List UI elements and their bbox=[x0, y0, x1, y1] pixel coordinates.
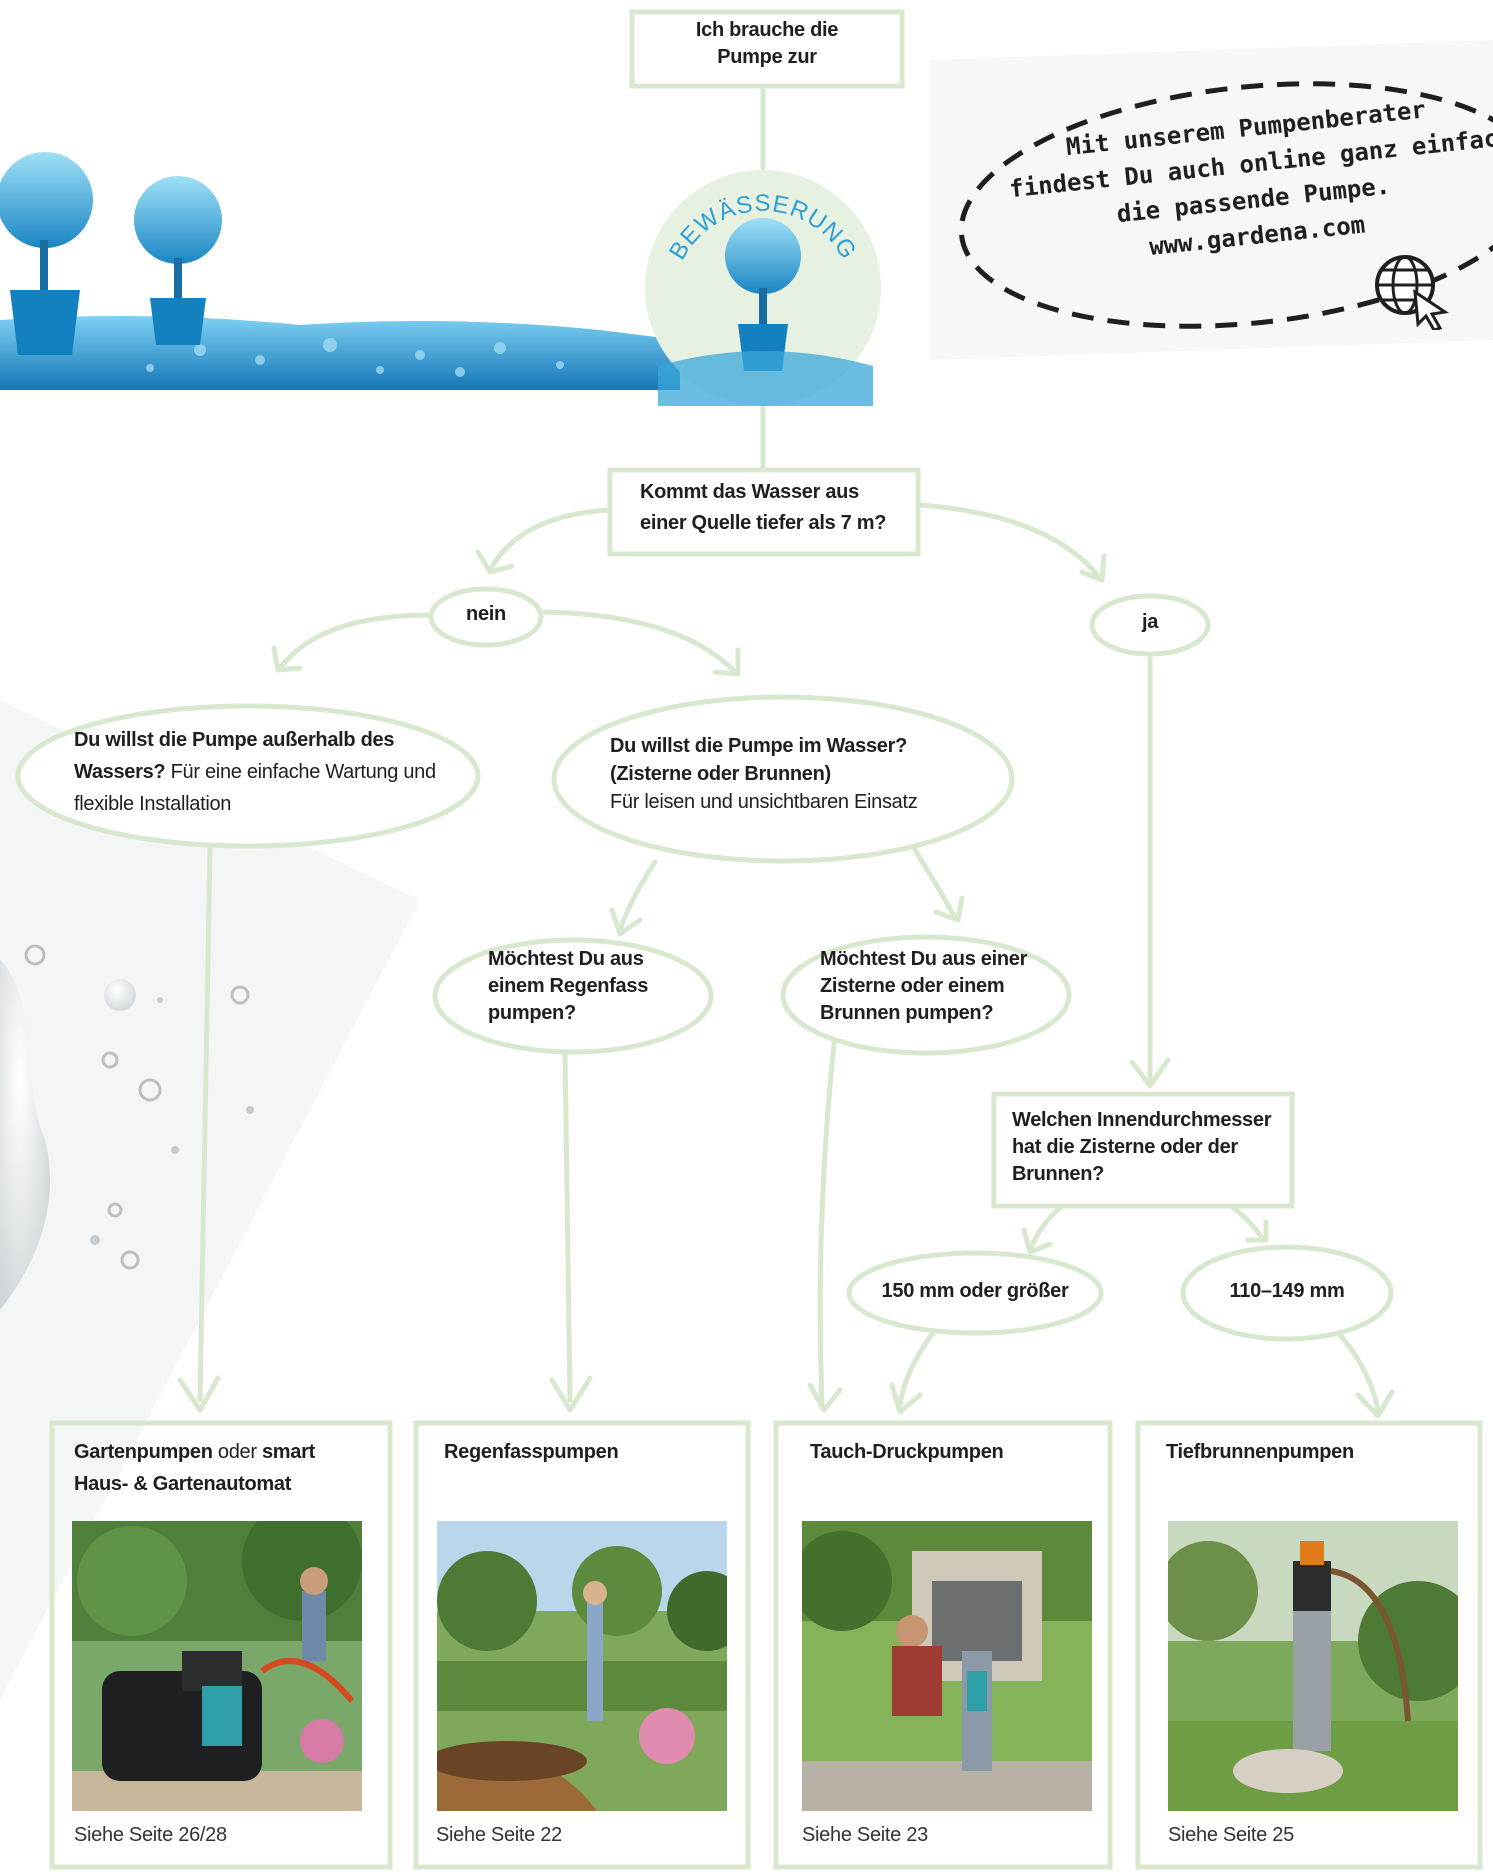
start-box bbox=[629, 9, 905, 89]
globe-cursor-icon bbox=[1375, 255, 1450, 330]
cistern-question-ellipse bbox=[780, 934, 1072, 1056]
water-drops-decoration bbox=[0, 944, 254, 1310]
outside-water-line2-rest: Für eine einfache Wartung und bbox=[165, 761, 436, 783]
rain-barrel-question: Möchtest Du aus einem Regenfass pumpen? bbox=[488, 946, 698, 1027]
cistern-question-line2: Zisterne oder einem bbox=[820, 975, 1005, 997]
in-water-line1: Du willst die Pumpe im Wasser? bbox=[610, 735, 907, 757]
depth-question-line2: einer Quelle tiefer als 7 m? bbox=[640, 512, 887, 534]
size-large-ellipse bbox=[846, 1250, 1104, 1336]
rain-barrel-question-ellipse bbox=[432, 937, 714, 1055]
depth-question-box bbox=[607, 467, 921, 557]
diameter-question-line1: Welchen Innendurchmesser bbox=[1012, 1109, 1272, 1131]
start-box-line1: Ich brauche die bbox=[695, 19, 839, 41]
outside-water-line3: flexible Installation bbox=[74, 793, 232, 815]
outside-water-line2-bold: Wassers? bbox=[74, 761, 166, 783]
submersible-pump-photo bbox=[802, 1521, 1092, 1811]
rain-barrel-question-line1: Möchtest Du aus bbox=[488, 948, 644, 970]
card-garden-pump-title-bold: Gartenpumpen bbox=[74, 1441, 213, 1463]
potted-tree-1 bbox=[0, 152, 93, 355]
potted-tree-2 bbox=[134, 176, 222, 345]
diameter-question-box bbox=[991, 1091, 1295, 1209]
card-garden-pump-title: Gartenpumpen oder smart Haus- & Gartenau… bbox=[74, 1436, 374, 1500]
card-garden-pump-footer[interactable]: Siehe Seite 26/28 bbox=[74, 1824, 227, 1846]
in-water-ellipse bbox=[551, 694, 1015, 864]
size-small: 110–149 mm bbox=[1229, 1280, 1345, 1302]
start-box-line2: Pumpe zur bbox=[717, 46, 817, 68]
diameter-question-line3: Brunnen? bbox=[1012, 1163, 1105, 1185]
water-grass-banner bbox=[0, 152, 680, 390]
outside-water-text: Du willst die Pumpe außerhalb des Wasser… bbox=[74, 724, 474, 820]
diameter-question-line2: hat die Zisterne oder der bbox=[1012, 1136, 1238, 1158]
answer-no: nein bbox=[466, 603, 506, 625]
diameter-question: Welchen Innendurchmesser hat die Zistern… bbox=[1012, 1107, 1292, 1188]
rain-barrel-question-line3: pumpen? bbox=[488, 1002, 576, 1024]
card-deep-well-title: Tiefbrunnenpumpen bbox=[1166, 1441, 1354, 1463]
answer-yes-ellipse bbox=[1089, 593, 1211, 657]
start-box-text: Ich brauche die Pumpe zur bbox=[628, 17, 906, 71]
answer-yes: ja bbox=[1141, 611, 1159, 633]
irrigation-badge: BEWÄSSERUNG bbox=[645, 170, 881, 406]
card-rain-barrel-footer[interactable]: Siehe Seite 22 bbox=[436, 1824, 562, 1846]
outside-water-ellipse bbox=[15, 703, 481, 849]
rain-barrel-question-line2: einem Regenfass bbox=[488, 975, 649, 997]
card-rain-barrel-title: Regenfasspumpen bbox=[444, 1441, 619, 1463]
online-note-outline bbox=[958, 81, 1493, 329]
outside-water-line1: Du willst die Pumpe außerhalb des bbox=[74, 729, 395, 751]
card-garden-pump-title-mid: oder bbox=[212, 1441, 262, 1463]
card-submersible-footer[interactable]: Siehe Seite 23 bbox=[802, 1824, 928, 1846]
garden-pump-photo bbox=[72, 1521, 362, 1811]
cistern-question-line3: Brunnen pumpen? bbox=[820, 1002, 994, 1024]
deep-well-pump-photo bbox=[1168, 1521, 1458, 1811]
rain-barrel-photo bbox=[437, 1521, 727, 1811]
answer-no-ellipse bbox=[428, 586, 544, 648]
depth-question-text: Kommt das Wasser aus einer Quelle tiefer… bbox=[640, 477, 920, 539]
depth-question-line1: Kommt das Wasser aus bbox=[640, 481, 859, 503]
cistern-question: Möchtest Du aus einer Zisterne oder eine… bbox=[820, 946, 1070, 1027]
card-garden-pump-title-line2: Haus- & Gartenautomat bbox=[74, 1473, 292, 1495]
card-submersible-title: Tauch-Druckpumpen bbox=[810, 1441, 1004, 1463]
cistern-question-line1: Möchtest Du aus einer bbox=[820, 948, 1028, 970]
in-water-line2: (Zisterne oder Brunnen) bbox=[610, 763, 831, 785]
size-large: 150 mm oder größer bbox=[881, 1280, 1069, 1302]
card-deep-well-footer[interactable]: Siehe Seite 25 bbox=[1168, 1824, 1294, 1846]
card-garden-pump-title-bold2: smart bbox=[261, 1441, 315, 1463]
in-water-line3: Für leisen und unsichtbaren Einsatz bbox=[610, 791, 918, 813]
size-small-ellipse bbox=[1180, 1244, 1394, 1342]
in-water-text: Du willst die Pumpe im Wasser? (Zisterne… bbox=[610, 732, 1000, 816]
